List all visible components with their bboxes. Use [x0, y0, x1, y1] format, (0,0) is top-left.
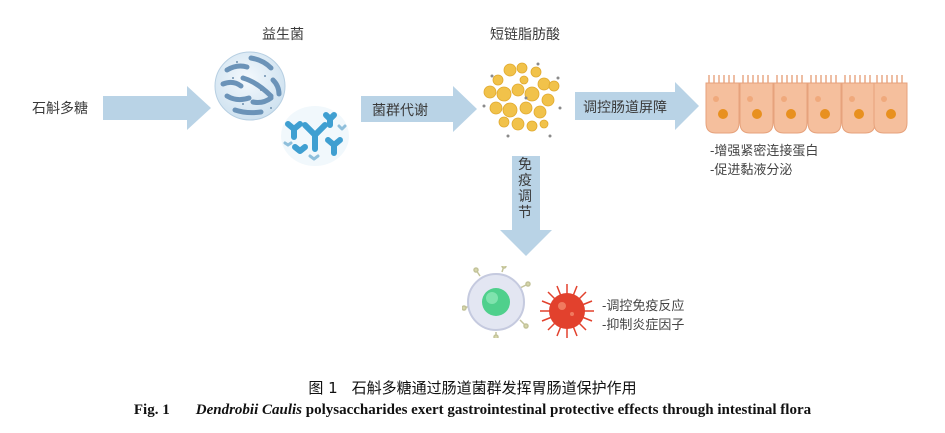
caption-cn-figno: 图 1	[308, 379, 338, 397]
note-mucus-secretion: -促进黏液分泌	[710, 163, 793, 178]
caption-en-figno: Fig. 1	[133, 402, 170, 418]
lymphocyte-icon	[462, 266, 531, 338]
immune-char-1: 免	[518, 157, 532, 173]
inflammatory-virus-icon	[540, 284, 594, 338]
immune-char-3: 调	[518, 189, 532, 205]
node-label-probiotics: 益生菌	[262, 27, 304, 43]
arrow-label-regulate-barrier: 调控肠道屏障	[583, 100, 667, 116]
arrow-immune-regulation	[500, 156, 552, 256]
immune-char-2: 疫	[518, 173, 532, 189]
arrow-flora-metabolism	[361, 86, 477, 132]
caption-en-text: polysaccharides exert gastrointestinal p…	[302, 402, 812, 418]
node-label-dendrobium-polysaccharide: 石斛多糖	[32, 101, 88, 117]
figure-caption-english: Fig. 1 Dendrobii Caulis polysaccharides e…	[0, 402, 945, 419]
figure-caption-chinese: 图 1 石斛多糖通过肠道菌群发挥胃肠道保护作用	[0, 377, 945, 398]
scfa-particles-icon	[482, 62, 562, 138]
arrow-label-immune-regulation: 免 疫 调 节	[518, 157, 534, 221]
rod-bacteria-icon	[214, 51, 286, 121]
y-bacteria-icon	[281, 106, 349, 166]
caption-en-species: Dendrobii Caulis	[195, 402, 303, 418]
arrow-regulate-barrier	[575, 82, 699, 130]
epithelium-notes: -增强紧密连接蛋白 -促进黏液分泌	[710, 142, 818, 180]
caption-cn-text: 石斛多糖通过肠道菌群发挥胃肠道保护作用	[351, 379, 637, 397]
note-regulate-immune-response: -调控免疫反应	[602, 299, 685, 314]
node-label-scfa: 短链脂肪酸	[490, 27, 560, 43]
intestinal-epithelium-icon	[705, 75, 908, 134]
immune-char-4: 节	[518, 205, 532, 221]
note-tight-junction: -增强紧密连接蛋白	[710, 144, 819, 159]
arrow-label-flora-metabolism: 菌群代谢	[372, 103, 428, 119]
note-inhibit-inflammatory-factors: -抑制炎症因子	[602, 318, 685, 333]
immune-notes: -调控免疫反应 -抑制炎症因子	[602, 297, 684, 335]
arrow-to-probiotics	[103, 86, 211, 130]
